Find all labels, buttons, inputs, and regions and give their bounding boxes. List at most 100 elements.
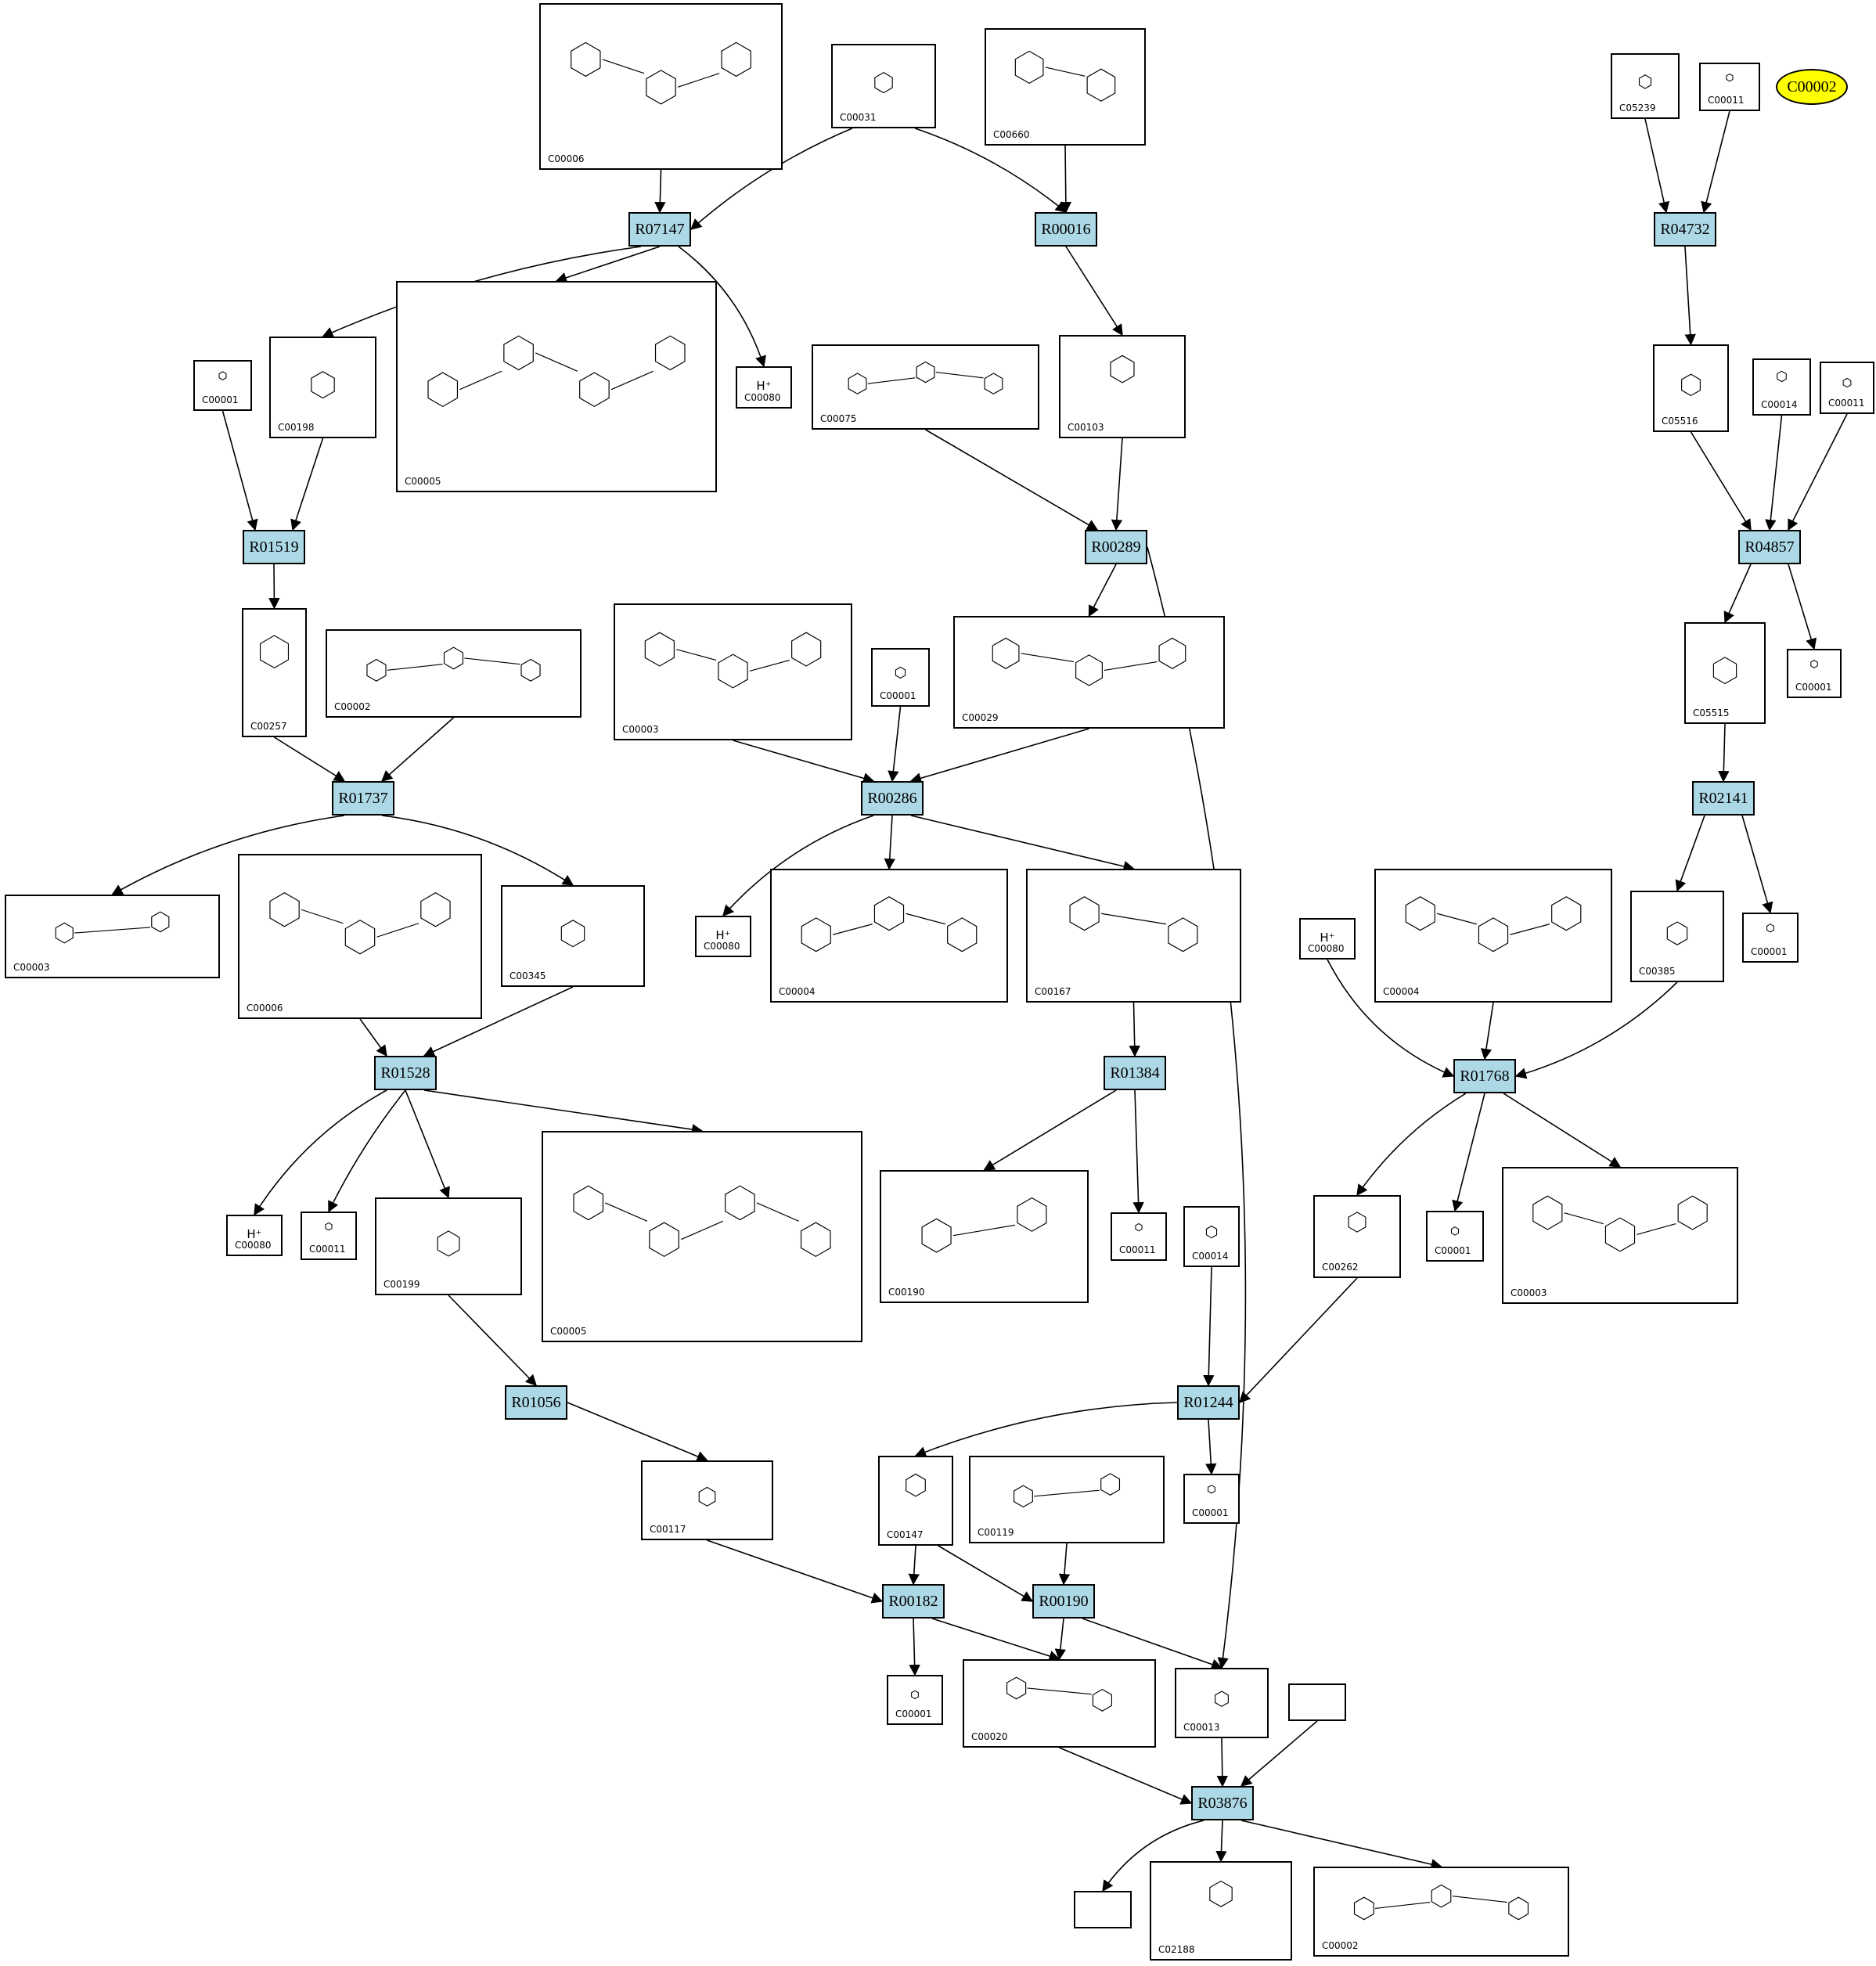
compound-C00080_c[interactable]: H⁺C00080 <box>1299 918 1356 960</box>
reaction-R01519[interactable]: R01519 <box>243 530 305 564</box>
compound-C00003_left[interactable]: C00003 <box>5 895 220 978</box>
structure-area <box>1510 1175 1730 1284</box>
edge-C00103-to-R00289 <box>1111 437 1123 531</box>
reaction-R01056[interactable]: R01056 <box>505 1385 567 1420</box>
edge-R03876-to-C00002_bot <box>1240 1820 1442 1871</box>
compound-blank_b[interactable] <box>1074 1891 1132 1928</box>
structure-drawing <box>801 896 978 952</box>
compound-C00103[interactable]: C00103 <box>1059 335 1186 438</box>
compound-C00001_c[interactable]: C00001 <box>1787 649 1842 698</box>
reaction-R07147[interactable]: R07147 <box>628 212 691 247</box>
compound-C00080_a[interactable]: H⁺C00080 <box>736 366 792 409</box>
reaction-R03876[interactable]: R03876 <box>1191 1786 1254 1820</box>
structure-drawing <box>427 335 686 408</box>
compound-C00011_c[interactable]: C00011 <box>1111 1212 1167 1261</box>
reaction-R04732[interactable]: R04732 <box>1654 212 1716 247</box>
compound-C00003_r[interactable]: C00003 <box>1502 1167 1738 1304</box>
edge-R01528-to-C00080_d <box>254 1089 387 1216</box>
reaction-R00286[interactable]: R00286 <box>861 781 924 816</box>
structure-area <box>992 36 1138 125</box>
compound-C00031[interactable]: C00031 <box>831 44 936 128</box>
reaction-R01384[interactable]: R01384 <box>1104 1056 1166 1090</box>
reaction-R01768[interactable]: R01768 <box>1453 1059 1516 1093</box>
compound-C00385[interactable]: C00385 <box>1630 891 1724 982</box>
structure-area <box>879 656 922 686</box>
compound-C00002_mid[interactable]: C00002 <box>326 629 582 718</box>
compound-C00020[interactable]: C00020 <box>963 1659 1156 1748</box>
compound-id-label: C00006 <box>247 1003 283 1014</box>
compound-id-label: C00029 <box>962 712 999 723</box>
compound-C00199[interactable]: C00199 <box>375 1197 522 1295</box>
compound-C00147[interactable]: C00147 <box>878 1456 953 1546</box>
structure-drawing <box>1205 1225 1218 1239</box>
compound-C00075[interactable]: C00075 <box>812 344 1039 430</box>
edge-R00286-to-C00004_mid <box>884 815 895 870</box>
compound-C00001_f[interactable]: C00001 <box>1183 1474 1240 1524</box>
compound-C00004_mid[interactable]: C00004 <box>770 869 1008 1003</box>
structure-area <box>1321 1874 1561 1936</box>
compound-C00005_top[interactable]: C00005 <box>396 281 717 492</box>
compound-C00190[interactable]: C00190 <box>880 1170 1089 1303</box>
compound-id-label: C00001 <box>895 1709 932 1719</box>
compound-id-label: C00080 <box>744 392 781 403</box>
compound-C00001_d[interactable]: C00001 <box>1742 913 1799 963</box>
compound-C05515[interactable]: C05515 <box>1684 622 1766 724</box>
compound-C00011_r[interactable]: C00011 <box>1820 362 1874 414</box>
edge-R00289-to-C00029 <box>1088 564 1117 618</box>
compound-C00029[interactable]: C00029 <box>953 616 1225 729</box>
reaction-R02141[interactable]: R02141 <box>1692 781 1755 816</box>
compound-C00001_g[interactable]: C00001 <box>887 1675 943 1725</box>
compound-C00080_d[interactable]: H⁺C00080 <box>226 1215 283 1256</box>
compound-C05516[interactable]: C05516 <box>1653 344 1729 432</box>
compound-C00006_b[interactable]: C00006 <box>238 854 482 1019</box>
reaction-R01528[interactable]: R01528 <box>374 1056 437 1090</box>
structure-drawing <box>874 71 893 94</box>
compound-C00198[interactable]: C00198 <box>269 337 376 438</box>
compound-C00167[interactable]: C00167 <box>1026 869 1241 1003</box>
reaction-R00190[interactable]: R00190 <box>1032 1584 1095 1619</box>
edge-C00031-to-R00016 <box>914 128 1068 213</box>
compound-C00005_b[interactable]: C00005 <box>542 1131 862 1342</box>
reaction-R01737[interactable]: R01737 <box>332 781 394 816</box>
compound-C00001_e[interactable]: C00001 <box>1426 1211 1484 1262</box>
edge-R01737-to-C00003_left <box>111 815 345 895</box>
compound-C00003_mid[interactable]: C00003 <box>614 603 852 740</box>
compound-C00117[interactable]: C00117 <box>641 1460 773 1540</box>
compound-C00080_b[interactable]: H⁺C00080 <box>695 916 751 957</box>
compound-C00345[interactable]: C00345 <box>501 885 645 987</box>
compound-C02188[interactable]: C02188 <box>1150 1861 1292 1961</box>
structure-area <box>1191 1214 1232 1247</box>
reaction-R00016[interactable]: R00016 <box>1035 212 1097 247</box>
compound-C00011_top[interactable]: C00011 <box>1699 63 1760 111</box>
edge-C00006-to-R07147 <box>654 169 666 214</box>
edge-C00117-to-R00182 <box>707 1539 884 1604</box>
structure-drawing <box>1842 377 1852 388</box>
highlighted-compound-ellipse[interactable]: C00002 <box>1776 69 1848 105</box>
compound-C00013[interactable]: C00013 <box>1175 1668 1269 1738</box>
compound-C00004_r[interactable]: C00004 <box>1374 869 1612 1003</box>
compound-C05239[interactable]: C05239 <box>1611 53 1680 119</box>
structure-drawing <box>911 1690 919 1700</box>
compound-C00011_b[interactable]: C00011 <box>301 1212 357 1260</box>
structure-area <box>895 1683 935 1705</box>
reaction-R04857[interactable]: R04857 <box>1738 530 1801 564</box>
structure-drawing <box>1014 50 1116 102</box>
compound-C00002_bot[interactable]: C00002 <box>1313 1867 1569 1957</box>
compound-C00006[interactable]: C00006 <box>539 3 783 170</box>
compound-C00262[interactable]: C00262 <box>1313 1195 1401 1278</box>
compound-C00001_a[interactable]: C00001 <box>193 360 252 411</box>
compound-C00119[interactable]: C00119 <box>969 1456 1165 1543</box>
compound-C00014_b[interactable]: C00014 <box>1183 1206 1240 1267</box>
compound-C00257[interactable]: C00257 <box>242 608 307 737</box>
compound-C00014_top[interactable]: C00014 <box>1752 358 1811 416</box>
compound-C00001_b[interactable]: C00001 <box>871 648 930 707</box>
compound-C00660[interactable]: C00660 <box>985 28 1146 146</box>
structure-area <box>246 862 474 999</box>
edge-R01528-to-C00011_b <box>328 1089 406 1213</box>
structure-drawing <box>1110 355 1135 383</box>
compound-blank_a[interactable] <box>1288 1683 1346 1721</box>
reaction-R00182[interactable]: R00182 <box>882 1584 945 1619</box>
reaction-R01244[interactable]: R01244 <box>1177 1385 1240 1420</box>
reaction-R00289[interactable]: R00289 <box>1085 530 1147 564</box>
edge-C05239-to-R04732 <box>1644 118 1670 214</box>
